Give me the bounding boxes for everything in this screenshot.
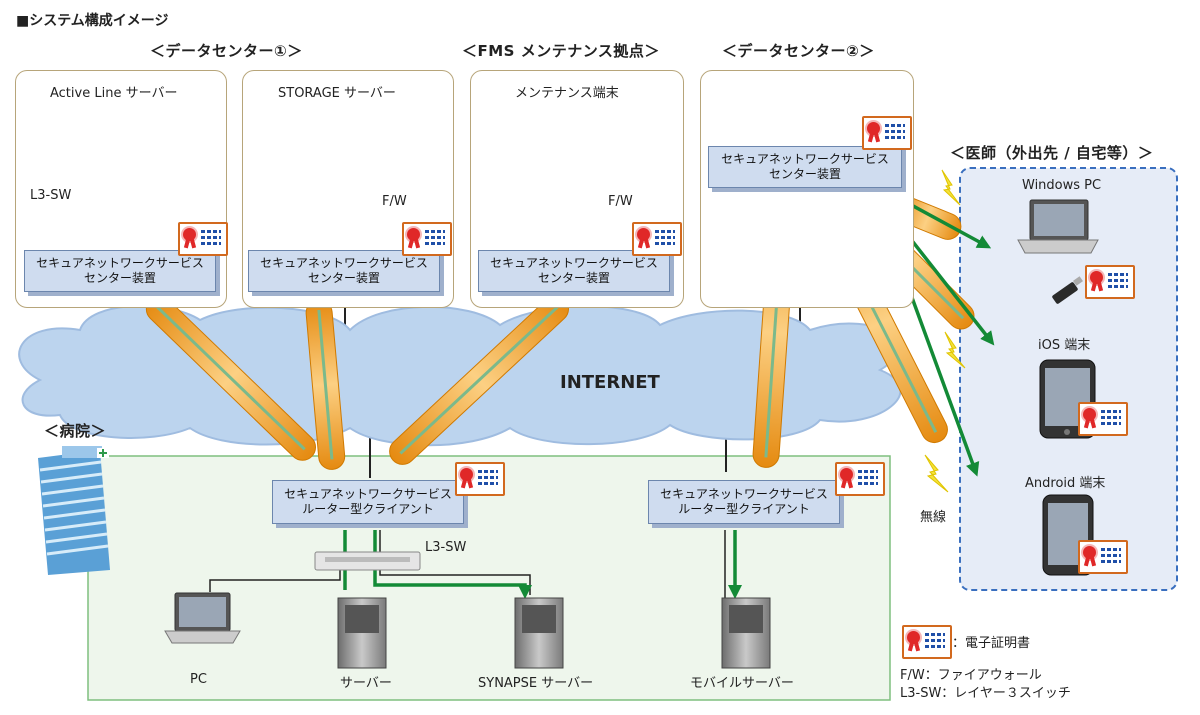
- device-line-2: センター装置: [307, 271, 380, 285]
- device-line-1: セキュアネットワークサービス: [260, 256, 428, 270]
- active-line-title: Active Line サーバー: [50, 86, 178, 101]
- synapse-server-label: SYNAPSE サーバー: [478, 676, 594, 691]
- fms-fw-label: F/W: [608, 194, 633, 209]
- device-line-2: センター装置: [83, 271, 156, 285]
- usb-key-icon: [1052, 276, 1083, 304]
- mobile-server-label: モバイルサーバー: [690, 676, 794, 691]
- wireless-bolt-1: [941, 169, 961, 206]
- dc1-l3sw-label: L3-SW: [30, 188, 72, 203]
- center-device-storage: セキュアネットワークサービス センター装置: [248, 250, 440, 292]
- synapse-server-icon: [514, 597, 564, 669]
- section-dc1: ＜データセンター①＞: [150, 42, 303, 60]
- wireless-bolt-2: [944, 331, 966, 369]
- storage-title: STORAGE サーバー: [278, 86, 396, 101]
- certificate-icon: [1078, 402, 1128, 436]
- router-line-2: ルーター型クライアント: [678, 502, 810, 516]
- certificate-icon: [1078, 540, 1128, 574]
- l3-switch-hospital: [314, 551, 421, 571]
- wireless-label: 無線: [920, 510, 947, 525]
- panel-dc2: [700, 70, 914, 308]
- legend-certificate-icon: [902, 625, 952, 659]
- section-fms: ＜FMS メンテナンス拠点＞: [462, 42, 660, 60]
- center-device-active-line: セキュアネットワークサービス センター装置: [24, 250, 216, 292]
- hospital-l3sw-label: L3-SW: [425, 540, 467, 555]
- device-line-2: センター装置: [537, 271, 610, 285]
- mobile-server-icon: [721, 597, 771, 669]
- router-client-2: セキュアネットワークサービス ルーター型クライアント: [648, 480, 840, 524]
- device-line-1: セキュアネットワークサービス: [721, 152, 889, 166]
- hospital-building-icon: [38, 446, 110, 575]
- section-hospital: ＜病院＞: [44, 422, 107, 440]
- legend-cert-text: ：電子証明書: [952, 636, 1031, 651]
- legend-l3sw-text: L3-SW：レイヤー３スイッチ: [900, 686, 1071, 701]
- certificate-icon: [402, 222, 452, 256]
- maintenance-title: メンテナンス端末: [515, 86, 619, 101]
- certificate-icon: [632, 222, 682, 256]
- center-device-dc2: セキュアネットワークサービス センター装置: [708, 146, 902, 188]
- hospital-server-icon: [337, 597, 387, 669]
- storage-fw-label: F/W: [382, 194, 407, 209]
- section-doctor: ＜医師（外出先 / 自宅等）＞: [950, 144, 1154, 162]
- windows-pc-label: Windows PC: [1022, 178, 1102, 193]
- internet-label: INTERNET: [560, 372, 660, 393]
- legend-fw-text: F/W：ファイアウォール: [900, 668, 1042, 683]
- device-line-2: センター装置: [768, 167, 841, 181]
- ios-label: iOS 端末: [1038, 338, 1091, 353]
- hospital-pc-laptop-icon: [164, 592, 241, 644]
- certificate-icon: [455, 462, 505, 496]
- certificate-icon: [862, 116, 912, 150]
- router-line-1: セキュアネットワークサービス: [284, 487, 452, 501]
- wireless-bolt-3: [924, 454, 949, 493]
- windows-pc-laptop-icon: [1017, 199, 1099, 254]
- device-line-1: セキュアネットワークサービス: [490, 256, 658, 270]
- certificate-icon: [835, 462, 885, 496]
- router-client-1: セキュアネットワークサービス ルーター型クライアント: [272, 480, 464, 524]
- section-dc2: ＜データセンター②＞: [722, 42, 875, 60]
- android-label: Android 端末: [1025, 476, 1106, 491]
- center-device-fms: セキュアネットワークサービス センター装置: [478, 250, 670, 292]
- hospital-server-label: サーバー: [340, 676, 392, 691]
- device-line-1: セキュアネットワークサービス: [36, 256, 204, 270]
- diagram-title: ■システム構成イメージ: [16, 13, 169, 29]
- certificate-icon: [1085, 265, 1135, 299]
- hospital-pc-label: PC: [190, 672, 207, 687]
- router-line-2: ルーター型クライアント: [302, 502, 434, 516]
- certificate-icon: [178, 222, 228, 256]
- router-line-1: セキュアネットワークサービス: [660, 487, 828, 501]
